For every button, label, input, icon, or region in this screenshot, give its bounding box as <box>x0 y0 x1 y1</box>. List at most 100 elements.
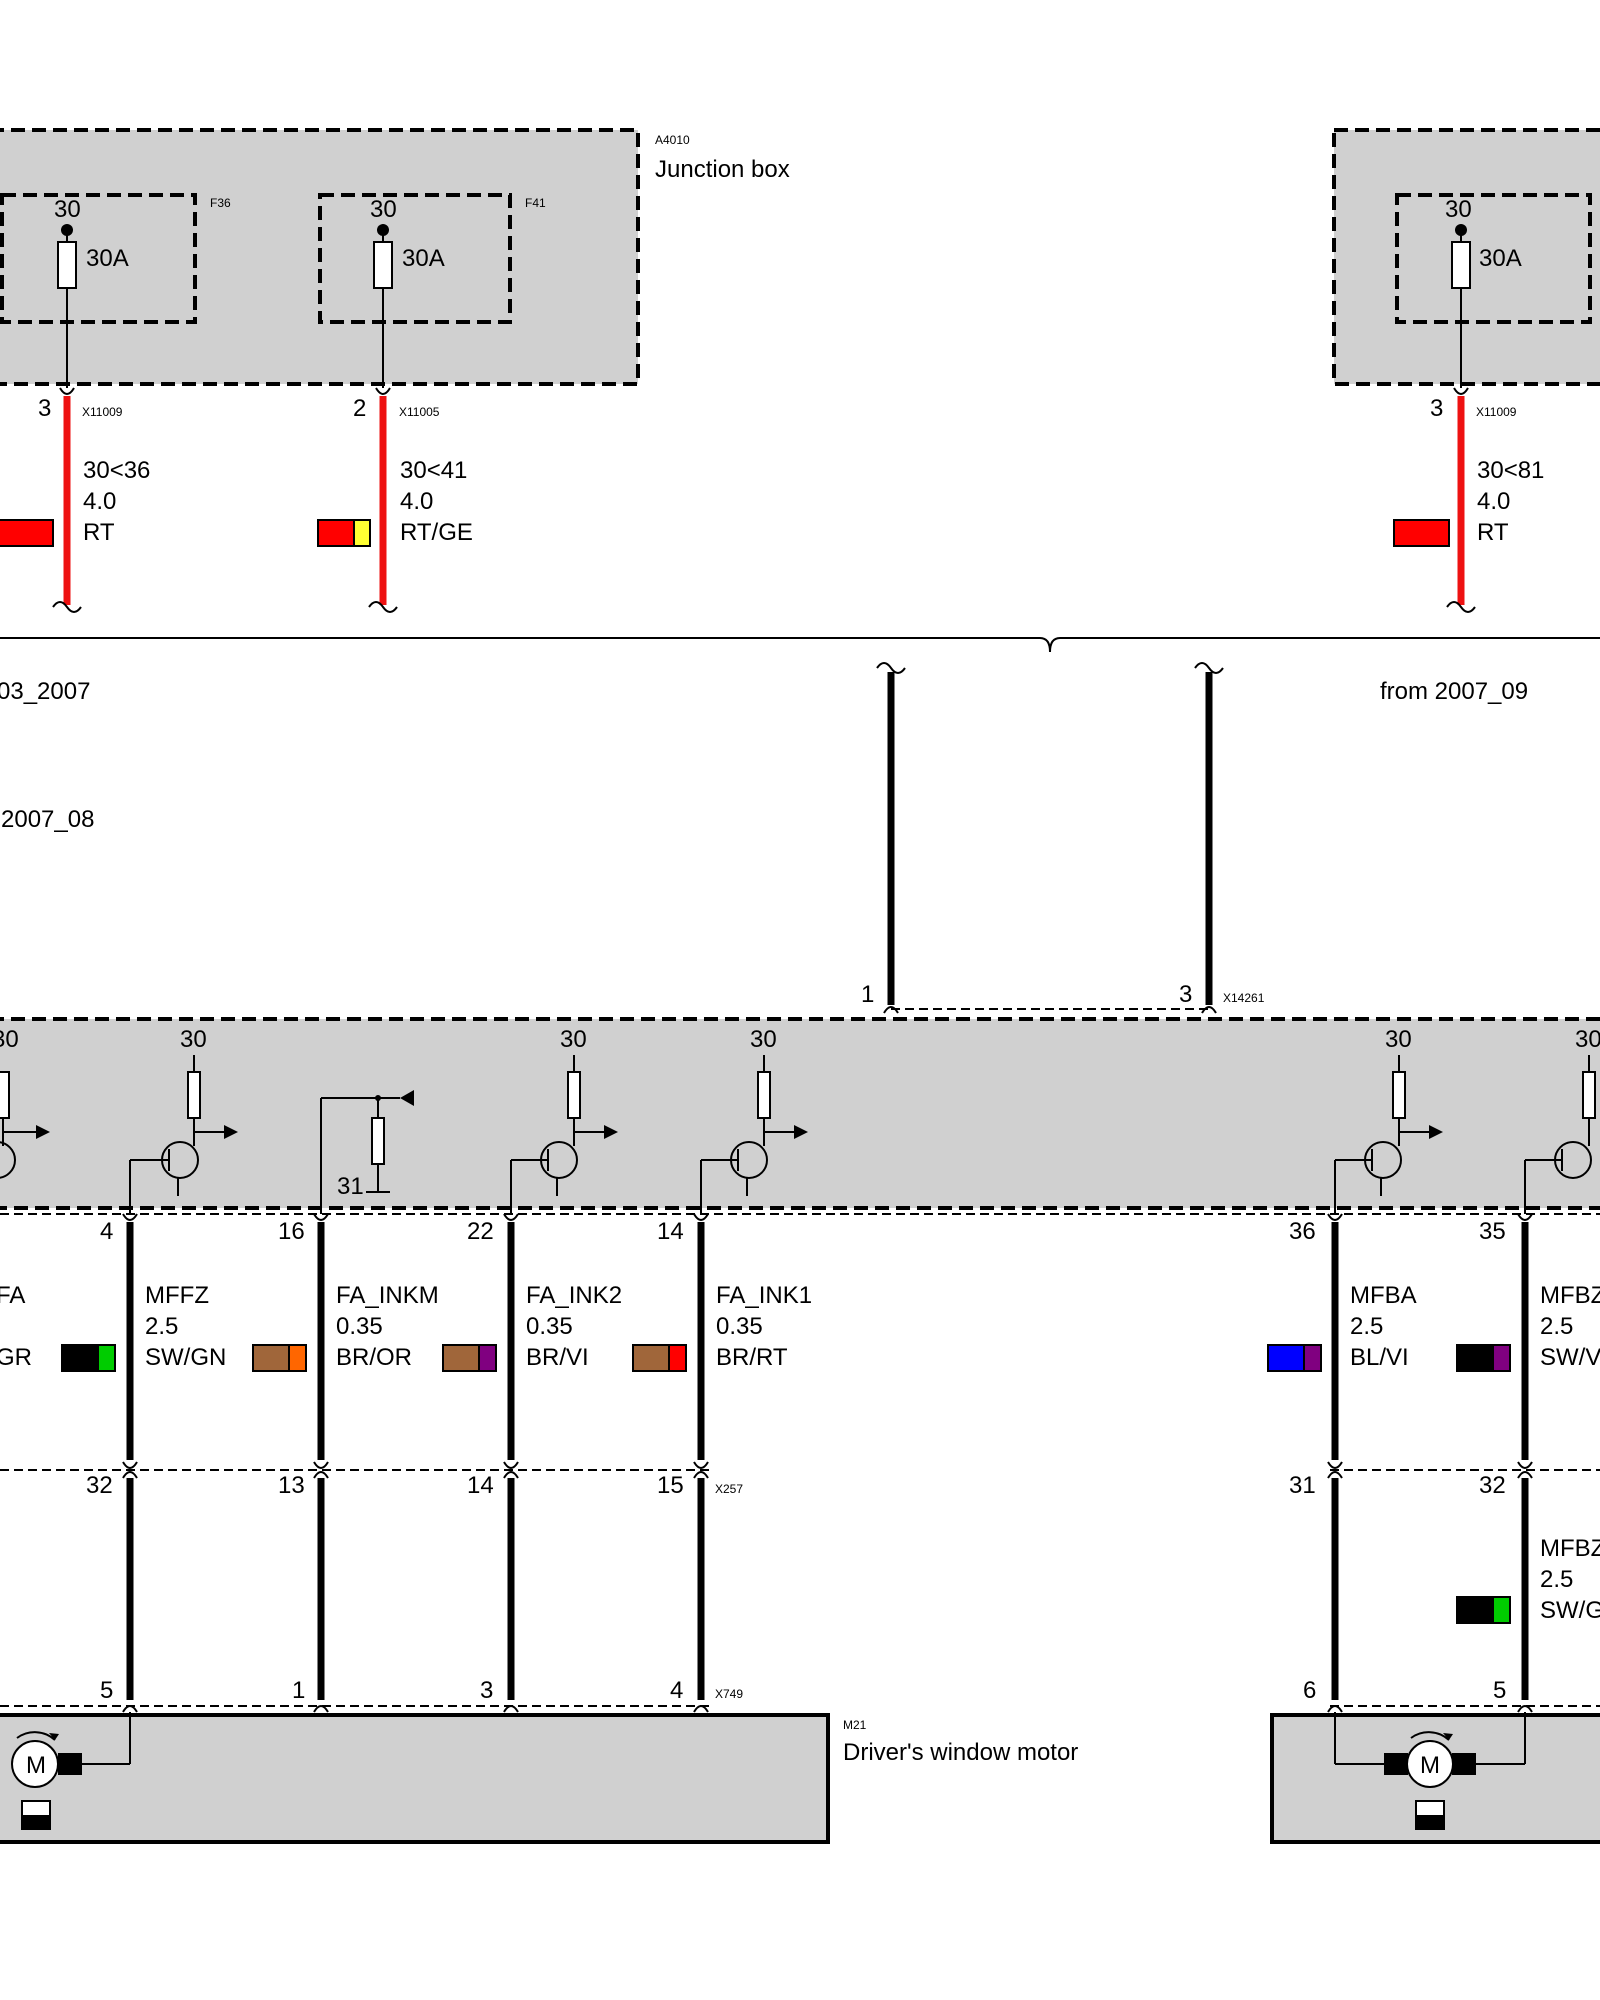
motor-box-left <box>0 1713 830 1844</box>
x257-pin-31: 31 <box>1289 1472 1316 1499</box>
out-pin-ink1: 14 <box>657 1218 684 1245</box>
wire-lower-mfbz-swatch-a <box>1456 1596 1494 1624</box>
pin-x14261-1 <box>883 1006 899 1014</box>
fuse-f36-connector: X11009 <box>82 405 123 419</box>
right-fuse-terminal: 30 <box>1445 196 1472 223</box>
wire-30-36-color: RT <box>83 519 115 546</box>
wire-30-81-color: RT <box>1477 519 1509 546</box>
control-unit-box <box>0 1017 1600 1210</box>
right-fuse-inner-box <box>1395 193 1592 324</box>
x749-pin-3: 3 <box>480 1677 493 1704</box>
wire-mfbz-color: SW/V <box>1540 1344 1600 1371</box>
pin-x14261-3 <box>1201 1006 1217 1014</box>
wire-ink1-swatch-b <box>668 1344 687 1372</box>
wire-lower-mfbz-signal: MFBZ <box>1540 1535 1600 1562</box>
wire-30-41-swatch-a <box>317 519 355 547</box>
wire-30-41-color: RT/GE <box>400 519 473 546</box>
wire-ink2-swatch-b <box>478 1344 497 1372</box>
wire-ink1-color: BR/RT <box>716 1344 788 1371</box>
wire-mfbz-gauge: 2.5 <box>1540 1313 1573 1340</box>
wire-partial-signal: FA <box>0 1282 25 1309</box>
fuse-f36-id: F36 <box>210 196 231 210</box>
out-pin-ink2: 22 <box>467 1218 494 1245</box>
output-pins <box>122 1213 1533 1221</box>
x749-id: X749 <box>715 1687 743 1701</box>
wire-partial-color: GR <box>0 1344 32 1371</box>
fuse-f41-rating: 30A <box>402 245 445 272</box>
variant-left-top: 03_2007 <box>0 678 90 705</box>
motor-title: Driver's window motor <box>843 1739 1078 1766</box>
wire-ink1-gauge: 0.35 <box>716 1313 763 1340</box>
wire-30-41-signal: 30<41 <box>400 457 467 484</box>
variant-brace <box>0 637 1600 653</box>
wire-mfba-gauge: 2.5 <box>1350 1313 1383 1340</box>
supply-label-3: 30 <box>750 1026 777 1053</box>
junction-box-id: A4010 <box>655 133 690 147</box>
fuse-f41-icon <box>373 241 393 289</box>
wire-inkm-signal: FA_INKM <box>336 1282 439 1309</box>
wire-inkm-swatch-b <box>288 1344 307 1372</box>
driver-stage-mfbz: 30 <box>1524 1026 1600 1214</box>
fuse-f41-pin: 2 <box>353 395 366 422</box>
wire-ink2-color: BR/VI <box>526 1344 589 1371</box>
fuse-f36-icon <box>57 241 77 289</box>
wire-mfba-signal: MFBA <box>1350 1282 1417 1309</box>
wire-ink2-gauge: 0.35 <box>526 1313 573 1340</box>
x257-pin-14: 14 <box>467 1472 494 1499</box>
x14261-pin-1: 1 <box>861 981 874 1008</box>
out-pin-mfbz: 35 <box>1479 1218 1506 1245</box>
fuse-f41-box <box>318 193 512 324</box>
motor-right-icon: M <box>1334 1712 1526 1830</box>
out-pin-mfba: 36 <box>1289 1218 1316 1245</box>
motor-id: M21 <box>843 1718 867 1732</box>
driver-stage-ink2: 30 <box>510 1026 618 1214</box>
junction-box-title: Junction box <box>655 156 790 183</box>
driver-stage-ink1: 30 <box>700 1026 808 1214</box>
motor-symbol: M <box>1420 1752 1440 1779</box>
right-fuse-rating: 30A <box>1479 245 1522 272</box>
wire-30-36-color-swatch <box>0 519 54 547</box>
fuse-f36-box <box>0 193 197 324</box>
supply-label-1: 30 <box>180 1026 207 1053</box>
right-fuse-pin: 3 <box>1430 395 1443 422</box>
wire-break-5 <box>1194 662 1224 674</box>
wire-inkm-swatch-a <box>252 1344 290 1372</box>
right-fuse-icon <box>1451 241 1471 289</box>
pin-x11009-left <box>59 387 75 395</box>
wire-lower-mfbz-gauge: 2.5 <box>1540 1566 1573 1593</box>
supply-label-5: 30 <box>1575 1026 1600 1053</box>
wire-mfba-swatch-b <box>1303 1344 1322 1372</box>
wire-mfbz-swatch-b <box>1492 1344 1511 1372</box>
wire-inkm-gauge: 0.35 <box>336 1313 383 1340</box>
fuse-f36-terminal: 30 <box>54 196 81 223</box>
out-pin-mffz: 4 <box>100 1218 113 1245</box>
pin-x11009-right <box>1453 387 1469 395</box>
wire-break-2 <box>368 601 398 613</box>
wire-30-81-signal: 30<81 <box>1477 457 1544 484</box>
fuse-f36-rating: 30A <box>86 245 129 272</box>
wire-mfbz-swatch-a <box>1456 1344 1494 1372</box>
x749-pin-1: 1 <box>292 1677 305 1704</box>
wire-break-3 <box>1446 601 1476 613</box>
x749-pin-4: 4 <box>670 1677 683 1704</box>
x257-id: X257 <box>715 1482 743 1496</box>
wire-mfba-swatch-a <box>1267 1344 1305 1372</box>
driver-stage-0: 30 <box>0 1026 50 1179</box>
wire-partial-swatch-a <box>61 1344 99 1372</box>
wire-30-41-gauge: 4.0 <box>400 488 433 515</box>
wire-30-41-swatch-b <box>353 519 371 547</box>
wire-30-36-gauge: 4.0 <box>83 488 116 515</box>
motor-left-icon: M <box>11 1712 131 1830</box>
supply-label-2: 30 <box>560 1026 587 1053</box>
fuse-f36-pin: 3 <box>38 395 51 422</box>
wire-lower-mfbz-color: SW/G <box>1540 1597 1600 1624</box>
x749-pin-marks <box>122 1705 1533 1713</box>
x257-pin-32a: 32 <box>86 1472 113 1499</box>
fuse-f41-terminal: 30 <box>370 196 397 223</box>
wire-mfbz-signal: MFBZ <box>1540 1282 1600 1309</box>
wire-mffz-color: SW/GN <box>145 1344 226 1371</box>
ground-label: 31 <box>337 1173 364 1200</box>
x749-pin-5b: 5 <box>1493 1677 1506 1704</box>
right-fuse-connector: X11009 <box>1476 405 1517 419</box>
